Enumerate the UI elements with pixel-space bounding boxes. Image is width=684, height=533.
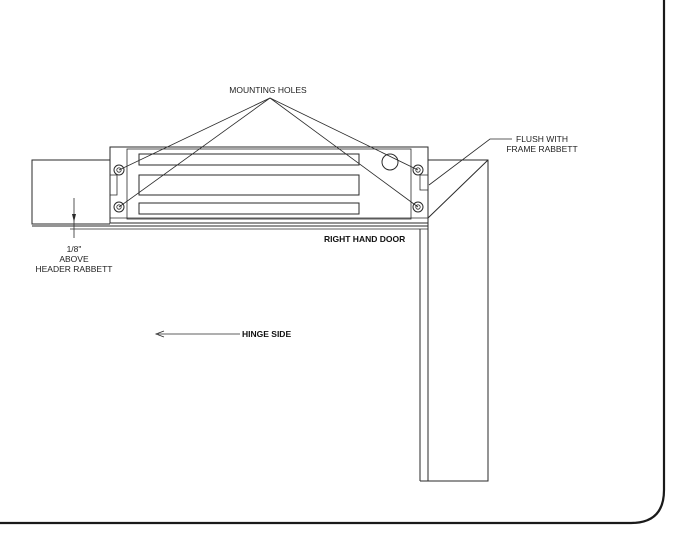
mounting-hole-icon bbox=[412, 164, 424, 176]
right-hand-door-label: RIGHT HAND DOOR bbox=[324, 234, 405, 244]
page-frame-border bbox=[0, 0, 666, 525]
gap-header-rabbett-label: HEADER RABBETT bbox=[36, 264, 113, 274]
armature-slot-top bbox=[138, 153, 360, 166]
hinge-side-label: HINGE SIDE bbox=[242, 329, 291, 339]
mounting-holes-leaders bbox=[118, 97, 419, 208]
gap-value-label: 1/8" bbox=[67, 244, 82, 254]
flush-with-label-line1: FLUSH WITH bbox=[516, 134, 568, 144]
mounting-hole-icon bbox=[113, 164, 125, 176]
mounting-hole-icon bbox=[113, 201, 125, 213]
mounting-hole-icon bbox=[412, 201, 424, 213]
header-block bbox=[31, 159, 110, 225]
armature-slot-middle bbox=[138, 174, 360, 196]
armature-slot-bottom bbox=[138, 202, 360, 215]
status-indicator-circle bbox=[381, 153, 399, 171]
flush-with-label-line2: FRAME RABBETT bbox=[506, 144, 577, 154]
mounting-holes-label: MOUNTING HOLES bbox=[229, 85, 307, 95]
gap-above-label: ABOVE bbox=[59, 254, 89, 264]
gap-dimension-arrow bbox=[72, 214, 76, 222]
right-bracket bbox=[419, 174, 428, 191]
hinge-side-arrow-head bbox=[154, 330, 165, 338]
maglock-inner-frame bbox=[126, 148, 412, 220]
left-bracket bbox=[110, 174, 118, 196]
maglock-housing bbox=[109, 146, 429, 224]
frame-rabbet-diagonal bbox=[427, 159, 489, 219]
flush-with-leader bbox=[428, 138, 512, 186]
door-frame-jamb bbox=[427, 159, 489, 482]
